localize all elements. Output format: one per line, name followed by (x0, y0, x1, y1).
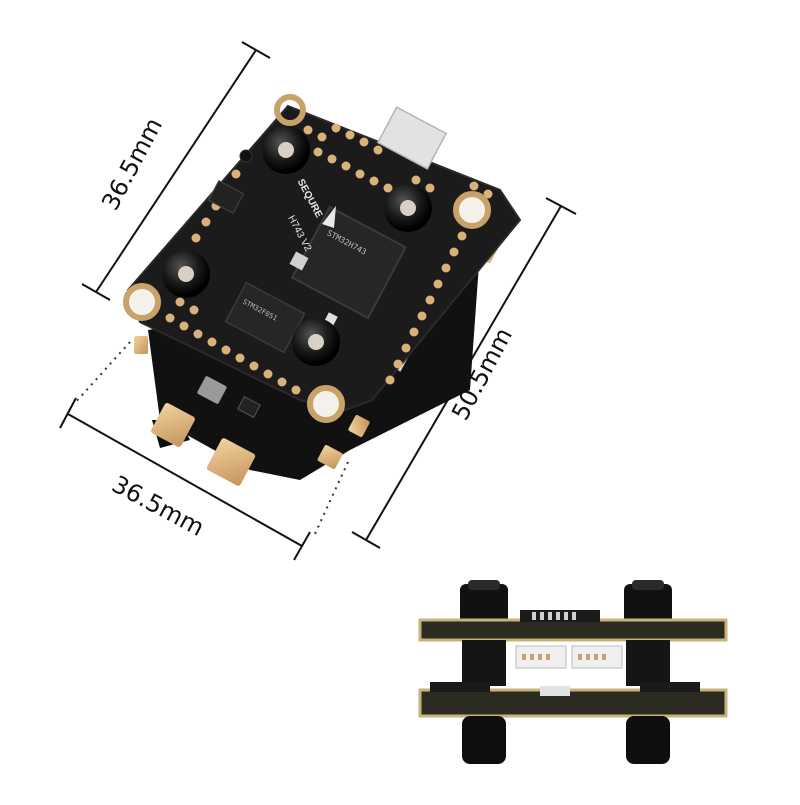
dimension-line-top-left (81, 41, 271, 301)
power-pad-negative (151, 403, 195, 447)
small-chip (207, 180, 245, 214)
solder-pad-row-left (165, 169, 301, 395)
esc-chip (237, 395, 261, 419)
solder-pad-row-right (385, 215, 475, 385)
side-esc-board (418, 688, 728, 718)
side-fc-board (418, 618, 728, 642)
inductor (197, 376, 227, 404)
damper-top (262, 126, 310, 174)
stack-side-view (418, 580, 728, 764)
led (239, 149, 253, 163)
mcu-chip: STM32H743 (290, 205, 407, 320)
mount-hole-top (274, 94, 306, 126)
mount-hole-left (123, 283, 161, 321)
solder-pad-row-top (303, 123, 493, 201)
side-damper-right-bottom (626, 716, 670, 764)
mount-hole-right (453, 191, 491, 229)
damper-right (384, 184, 432, 232)
usb-connector (376, 106, 448, 170)
flight-controller-top-view: STM32H743 STM32F051 SEQURE H743 V2 (123, 94, 522, 423)
damper-left (162, 250, 210, 298)
side-damper-left-bottom (462, 716, 506, 764)
mount-hole-bottom (307, 385, 345, 423)
dimension-line-bottom (59, 397, 311, 561)
power-pad-positive (206, 438, 256, 486)
arrow-marking (322, 206, 336, 228)
gyro-sensor (289, 251, 309, 271)
damper-bottom (292, 318, 340, 366)
